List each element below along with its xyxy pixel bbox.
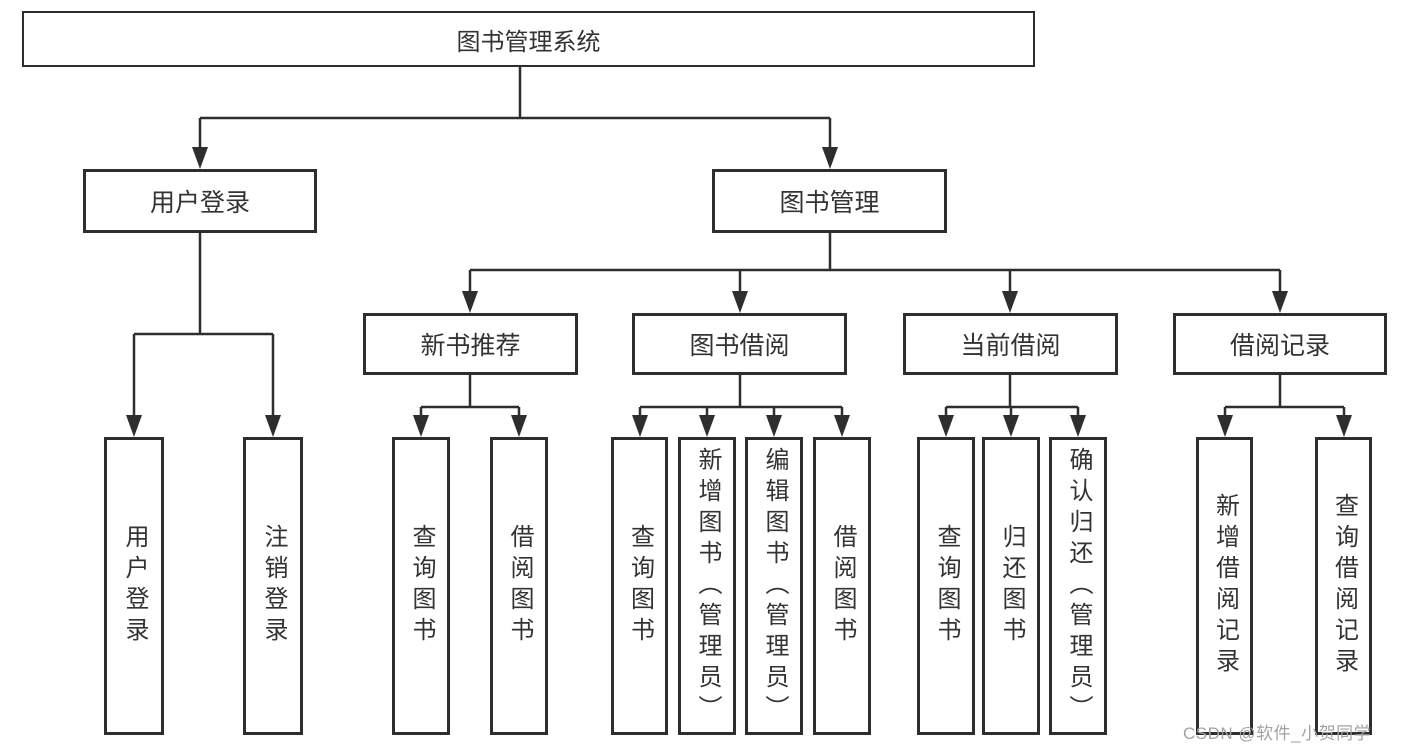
leaf-query-book-borrow: 查询图书 xyxy=(611,437,668,735)
leaf-user-login: 用户登录 xyxy=(104,437,164,735)
arrowheads xyxy=(126,147,1352,437)
node-new-book-recommend: 新书推荐 xyxy=(363,313,578,375)
leaf-add-book-admin: 新增图书（管理员） xyxy=(678,437,736,735)
leaf-confirm-return-admin: 确认归还（管理员） xyxy=(1049,437,1107,735)
node-user-login: 用户登录 xyxy=(83,169,317,233)
leaf-query-borrow-record: 查询借阅记录 xyxy=(1315,437,1372,735)
leaf-borrow-book-newbook: 借阅图书 xyxy=(490,437,548,735)
leaf-add-borrow-record: 新增借阅记录 xyxy=(1196,437,1253,735)
leaf-borrow-book-borrow: 借阅图书 xyxy=(813,437,871,735)
node-root: 图书管理系统 xyxy=(22,11,1035,67)
leaf-query-book-newbook: 查询图书 xyxy=(392,437,450,735)
node-book-borrow: 图书借阅 xyxy=(632,313,847,375)
node-book-management: 图书管理 xyxy=(712,169,947,233)
leaf-return-book: 归还图书 xyxy=(982,437,1040,735)
connector-path xyxy=(132,67,1346,420)
node-current-borrow: 当前借阅 xyxy=(903,313,1118,375)
leaf-query-book-current: 查询图书 xyxy=(917,437,975,735)
watermark: CSDN @软件_小贺同学 xyxy=(1183,724,1372,743)
node-borrow-records: 借阅记录 xyxy=(1173,313,1387,375)
leaf-edit-book-admin: 编辑图书（管理员） xyxy=(745,437,803,735)
leaf-logout: 注销登录 xyxy=(243,437,303,735)
